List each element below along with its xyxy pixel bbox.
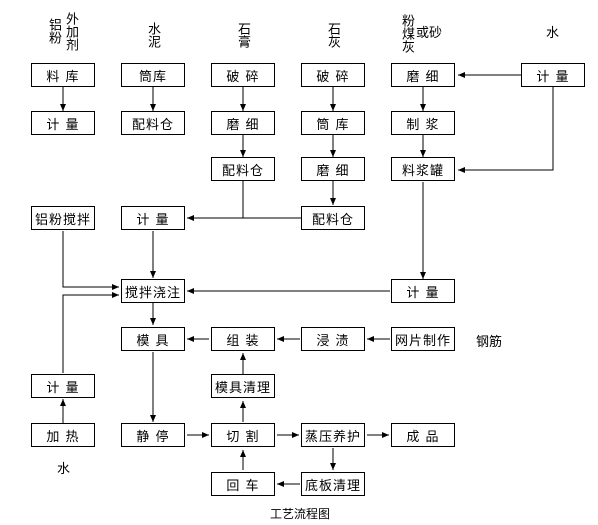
box-tongku-lime: 筒 库 (301, 111, 365, 135)
box-jiaoban-jiaozhu: 搅拌浇注 (121, 279, 185, 303)
box-jingting: 静 停 (121, 423, 185, 447)
box-moxi-gypsum: 磨 细 (211, 111, 275, 135)
header-col5-a: 粉煤灰 (399, 14, 414, 53)
box-zuzhuang: 组 装 (211, 327, 275, 351)
header-col5-b: 或砂 (416, 26, 443, 41)
box-jiare: 加 热 (31, 423, 95, 447)
arrow-lvfen-jiaoban (62, 231, 119, 290)
header-col4: 石灰 (325, 22, 340, 48)
arrow-jiliang4-jiaoban (62, 292, 119, 373)
box-liaojiangguan: 料浆罐 (391, 157, 455, 181)
label-water-bottom: 水 (57, 462, 71, 477)
box-mujuqingli: 模具清理 (211, 374, 275, 398)
box-muju: 模 具 (121, 327, 185, 351)
header-col2: 水泥 (145, 22, 160, 48)
box-peiliaocang-lime: 配料仓 (301, 206, 365, 230)
box-zhijiang: 制 浆 (391, 111, 455, 135)
box-jiliang-slurry: 计 量 (391, 279, 455, 303)
box-jiliang-mix: 计 量 (121, 206, 185, 230)
box-dibanqingli: 底板清理 (301, 472, 365, 496)
box-liaoku: 料 库 (31, 63, 95, 87)
header-col3: 石膏 (235, 22, 250, 48)
box-qiege: 切 割 (211, 423, 275, 447)
box-jinzi: 浸 渍 (301, 327, 365, 351)
box-jiliang-water: 计 量 (521, 63, 585, 87)
arrow-water-liaojiang (458, 87, 554, 173)
box-posui-lime: 破 碎 (301, 63, 365, 87)
header-col1-a: 铝粉 (46, 18, 61, 44)
diagram-caption: 工艺流程图 (270, 507, 331, 521)
box-lvfen-jiaoban: 铝粉搅拌 (31, 206, 95, 230)
box-moxi-lime: 磨 细 (301, 157, 365, 181)
box-posui-gypsum: 破 碎 (211, 63, 275, 87)
box-chengpin: 成 品 (391, 423, 455, 447)
box-peiliaocang-gypsum: 配料仓 (211, 157, 275, 181)
box-tongku-cement: 筒库 (121, 63, 185, 87)
box-moxi-flyash: 磨 细 (391, 63, 455, 87)
box-wangpian: 网片制作 (391, 327, 455, 351)
box-huiche: 回 车 (211, 472, 275, 496)
box-jiliang-additive: 计 量 (31, 111, 95, 135)
header-col1-b: 外加剂 (63, 12, 78, 51)
box-jiliang-heat: 计 量 (31, 374, 95, 398)
header-col6: 水 (546, 26, 560, 41)
box-peiliaocang-cement: 配料仓 (121, 111, 185, 135)
label-gangjin: 钢筋 (476, 335, 503, 350)
box-zhengya: 蒸压养护 (301, 423, 365, 447)
